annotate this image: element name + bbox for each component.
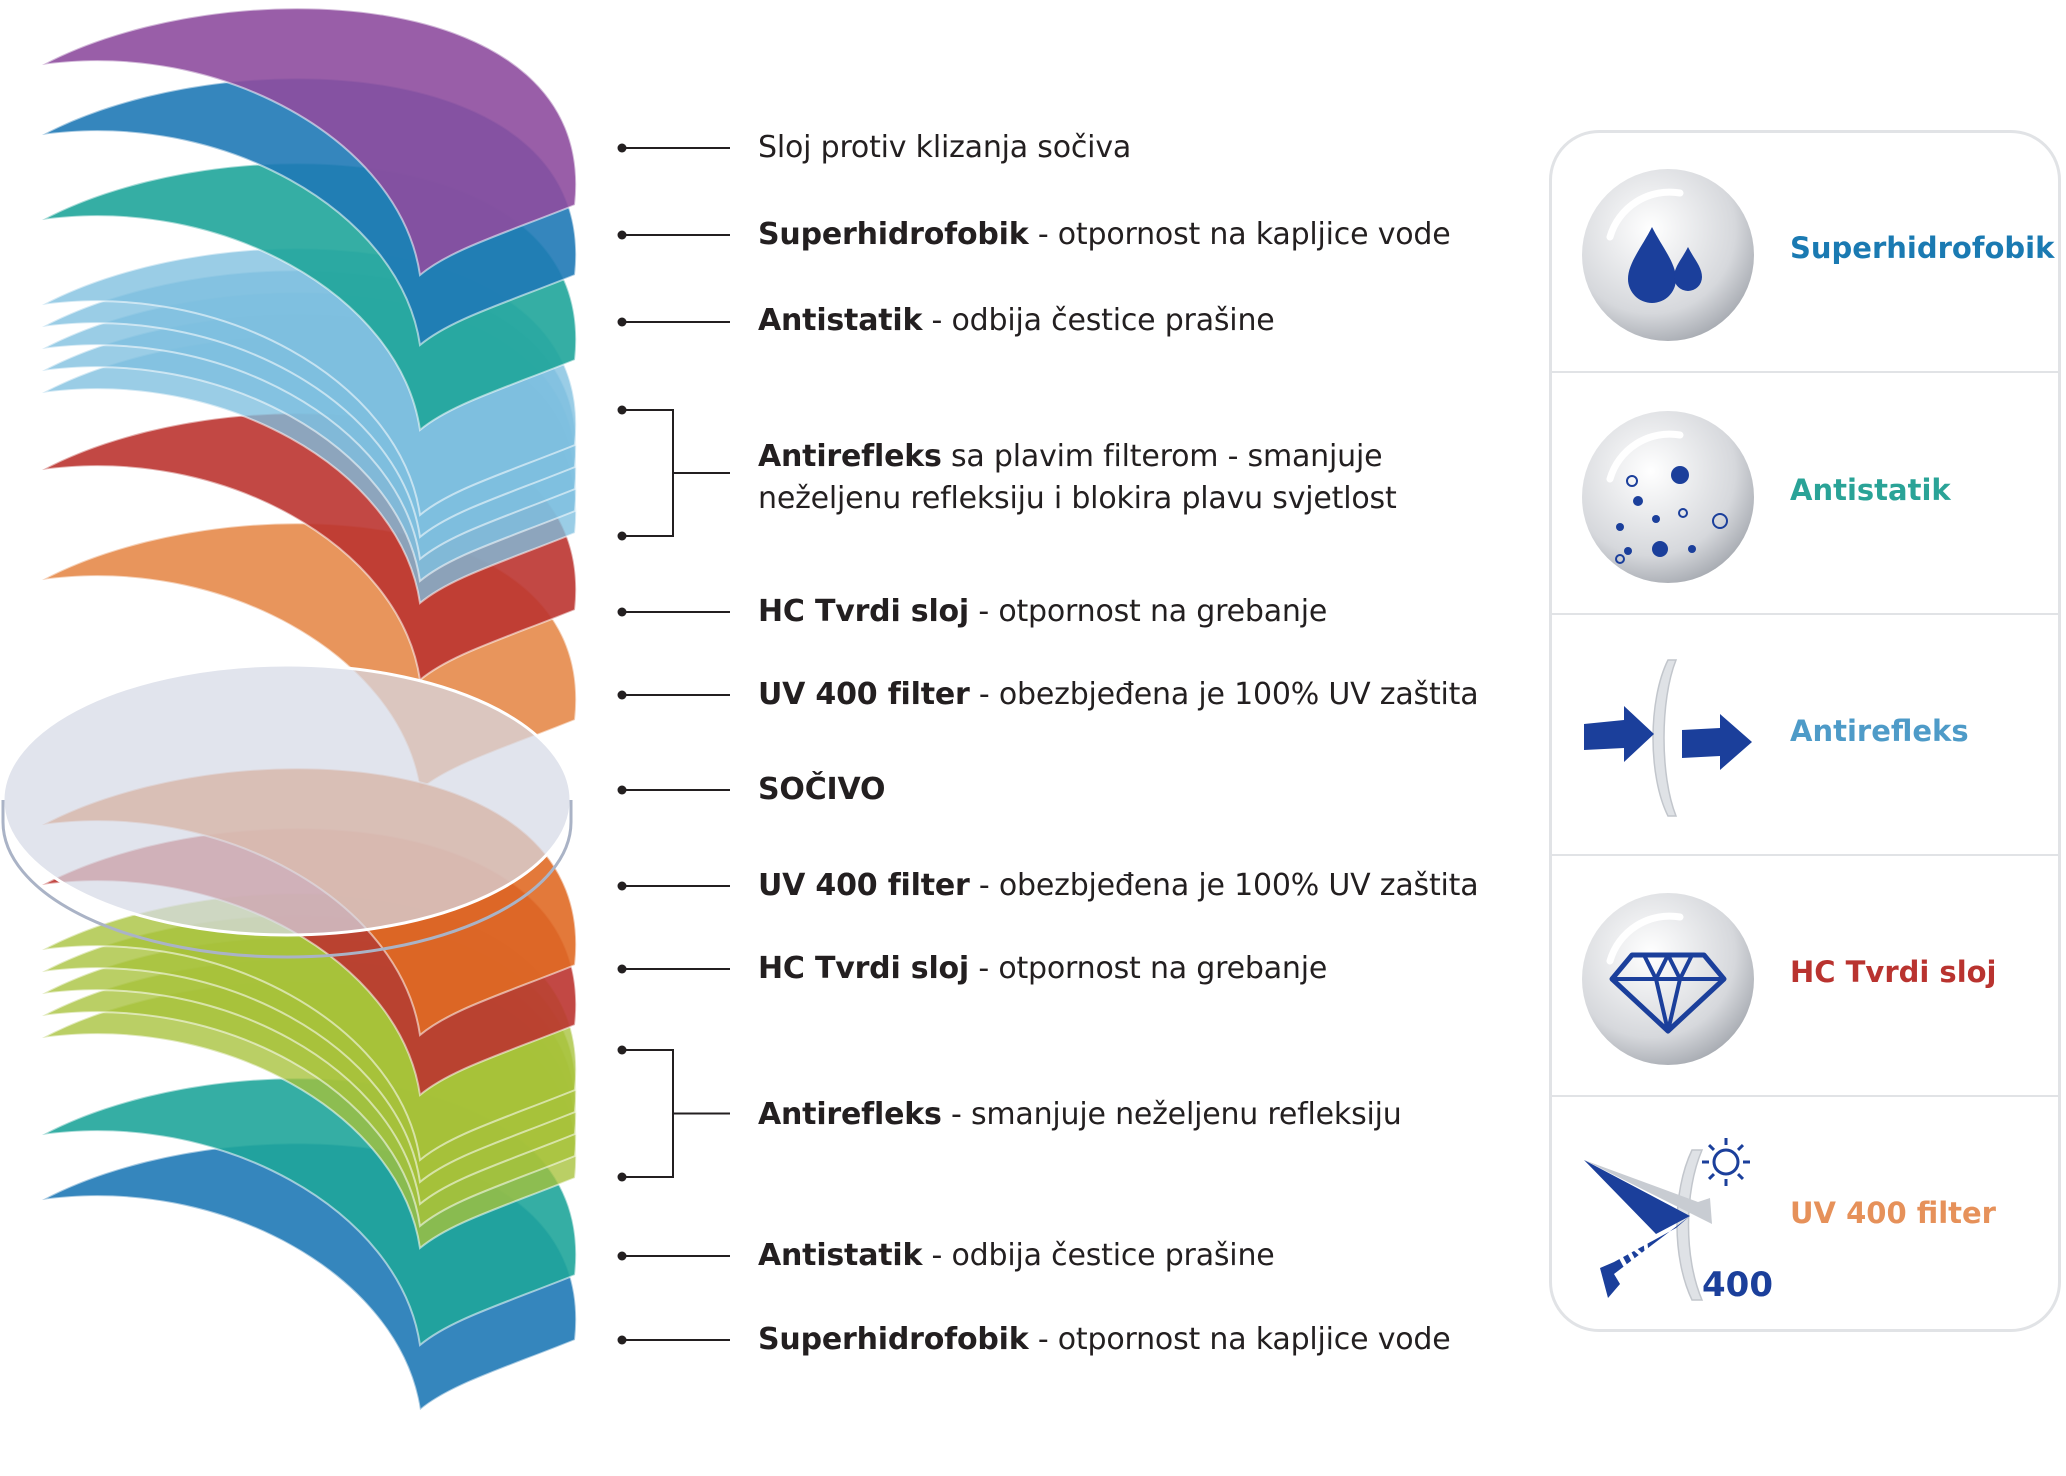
lens-layer-stack	[1, 7, 730, 1412]
layer-label-bold: Superhidrofobik	[758, 1322, 1029, 1357]
layer-diagram	[1, 7, 730, 1412]
layer-label-1: Sloj protiv klizanja sočiva	[758, 127, 1131, 169]
layer-label-bold: Superhidrofobik	[758, 217, 1029, 252]
layer-1	[41, 7, 578, 277]
layer-label-7: SOČIVO	[758, 769, 885, 811]
benefit-name: UV 400 filter	[1790, 1196, 1996, 1230]
layer-label-3: Antistatik - odbija čestice prašine	[758, 300, 1275, 342]
callout-bracket	[622, 409, 730, 537]
layer-label-bold: HC Tvrdi sloj	[758, 594, 970, 629]
dust-particles-icon	[1580, 409, 1756, 585]
layer-label-10: Antirefleks - smanjuje neželjenu refleks…	[758, 1094, 1402, 1136]
layer-label-6: UV 400 filter - obezbjeđena je 100% UV z…	[758, 674, 1479, 716]
benefit-name: HC Tvrdi sloj	[1790, 955, 1997, 989]
uv-value: 400	[1702, 1265, 1773, 1305]
layer-label-text: - otpornost na kapljice vode	[1028, 217, 1451, 252]
layer-label-bold: SOČIVO	[758, 772, 886, 807]
layer-label-text-line2: neželjenu refleksiju i blokira plavu svj…	[758, 481, 1397, 516]
layer-label-bold: UV 400 filter	[758, 868, 970, 903]
benefit-name: Superhidrofobik	[1790, 231, 2055, 265]
layer-label-text: - smanjuje neželjenu refleksiju	[941, 1097, 1402, 1132]
benefit-name: Antirefleks	[1790, 714, 1969, 748]
lens-disc	[1, 663, 573, 937]
layer-label-12: Superhidrofobik - otpornost na kapljice …	[758, 1319, 1451, 1361]
layer-label-2: Superhidrofobik - otpornost na kapljice …	[758, 214, 1451, 256]
benefit-name: Antistatik	[1790, 473, 1951, 507]
layer-label-bold: UV 400 filter	[758, 677, 970, 712]
layer-label-text: - obezbjeđena je 100% UV zaštita	[969, 868, 1479, 903]
benefit-dust-particles: Antistatik	[1552, 375, 2058, 615]
layer-label-text: - otpornost na grebanje	[969, 951, 1328, 986]
layer-label-bold: Antistatik	[758, 303, 923, 338]
layer-label-4: Antirefleks sa plavim filterom - smanjuj…	[758, 436, 1397, 520]
layer-label-11: Antistatik - odbija čestice prašine	[758, 1235, 1275, 1277]
layer-label-text: sa plavim filterom - smanjuje	[941, 439, 1383, 474]
layer-label-bold: Antirefleks	[758, 1097, 942, 1132]
lens-edge	[1, 800, 573, 959]
callout-bracket	[622, 1049, 730, 1178]
benefit-diamond: HC Tvrdi sloj	[1552, 857, 2058, 1097]
layer-label-text: - otpornost na kapljice vode	[1028, 1322, 1451, 1357]
layer-label-text: - otpornost na grebanje	[969, 594, 1328, 629]
layer-label-text: - odbija čestice prašine	[922, 303, 1275, 338]
benefit-water-drops: Superhidrofobik	[1552, 133, 2058, 373]
water-drops-icon	[1580, 167, 1756, 343]
layer-label-text: Sloj protiv klizanja sočiva	[758, 130, 1132, 165]
layer-label-9: HC Tvrdi sloj - otpornost na grebanje	[758, 948, 1327, 990]
layer-label-bold: Antirefleks	[758, 439, 942, 474]
layer-label-text: - obezbjeđena je 100% UV zaštita	[969, 677, 1479, 712]
layer-label-bold: Antistatik	[758, 1238, 923, 1273]
diamond-icon	[1580, 891, 1756, 1067]
layer-label-5: HC Tvrdi sloj - otpornost na grebanje	[758, 591, 1327, 633]
layer-label-8: UV 400 filter - obezbjeđena je 100% UV z…	[758, 865, 1479, 907]
light-through-lens-icon	[1580, 650, 1756, 826]
layer-label-text: - odbija čestice prašine	[922, 1238, 1275, 1273]
layer-label-bold: HC Tvrdi sloj	[758, 951, 970, 986]
benefit-light-through-lens: Antirefleks	[1552, 616, 2058, 856]
